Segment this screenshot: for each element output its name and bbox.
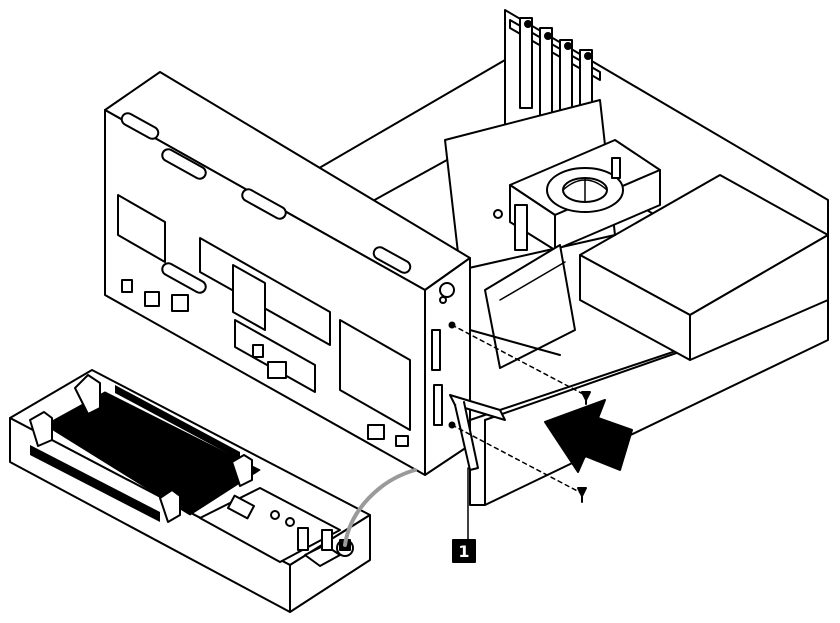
- bracket-latch: [449, 394, 506, 471]
- screw-icon: [581, 391, 591, 405]
- chassis: [289, 9, 829, 506]
- callout-label: 1: [458, 542, 469, 561]
- screw-icon: [577, 487, 587, 503]
- tray-front-vents: [30, 445, 160, 522]
- tray-back-vents: [115, 385, 240, 460]
- memory-module: [484, 244, 576, 369]
- callout-1: 1: [452, 539, 476, 563]
- cable: [343, 468, 417, 547]
- screw-guides: [451, 324, 586, 496]
- insert-direction-arrow-icon: [544, 399, 633, 473]
- heatsink-fan: [493, 139, 661, 251]
- power-supply: [579, 174, 829, 361]
